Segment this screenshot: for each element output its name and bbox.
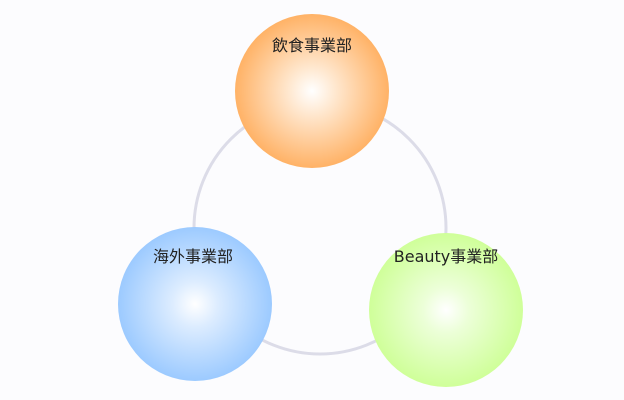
node-food-label: 飲食事業部: [271, 36, 353, 55]
node-overseas-circle[interactable]: [118, 227, 272, 381]
node-beauty-circle[interactable]: [369, 233, 523, 387]
node-food-circle[interactable]: [235, 14, 389, 168]
node-overseas-label: 海外事業部: [152, 247, 234, 266]
node-beauty-label: Beauty事業部: [393, 247, 499, 266]
